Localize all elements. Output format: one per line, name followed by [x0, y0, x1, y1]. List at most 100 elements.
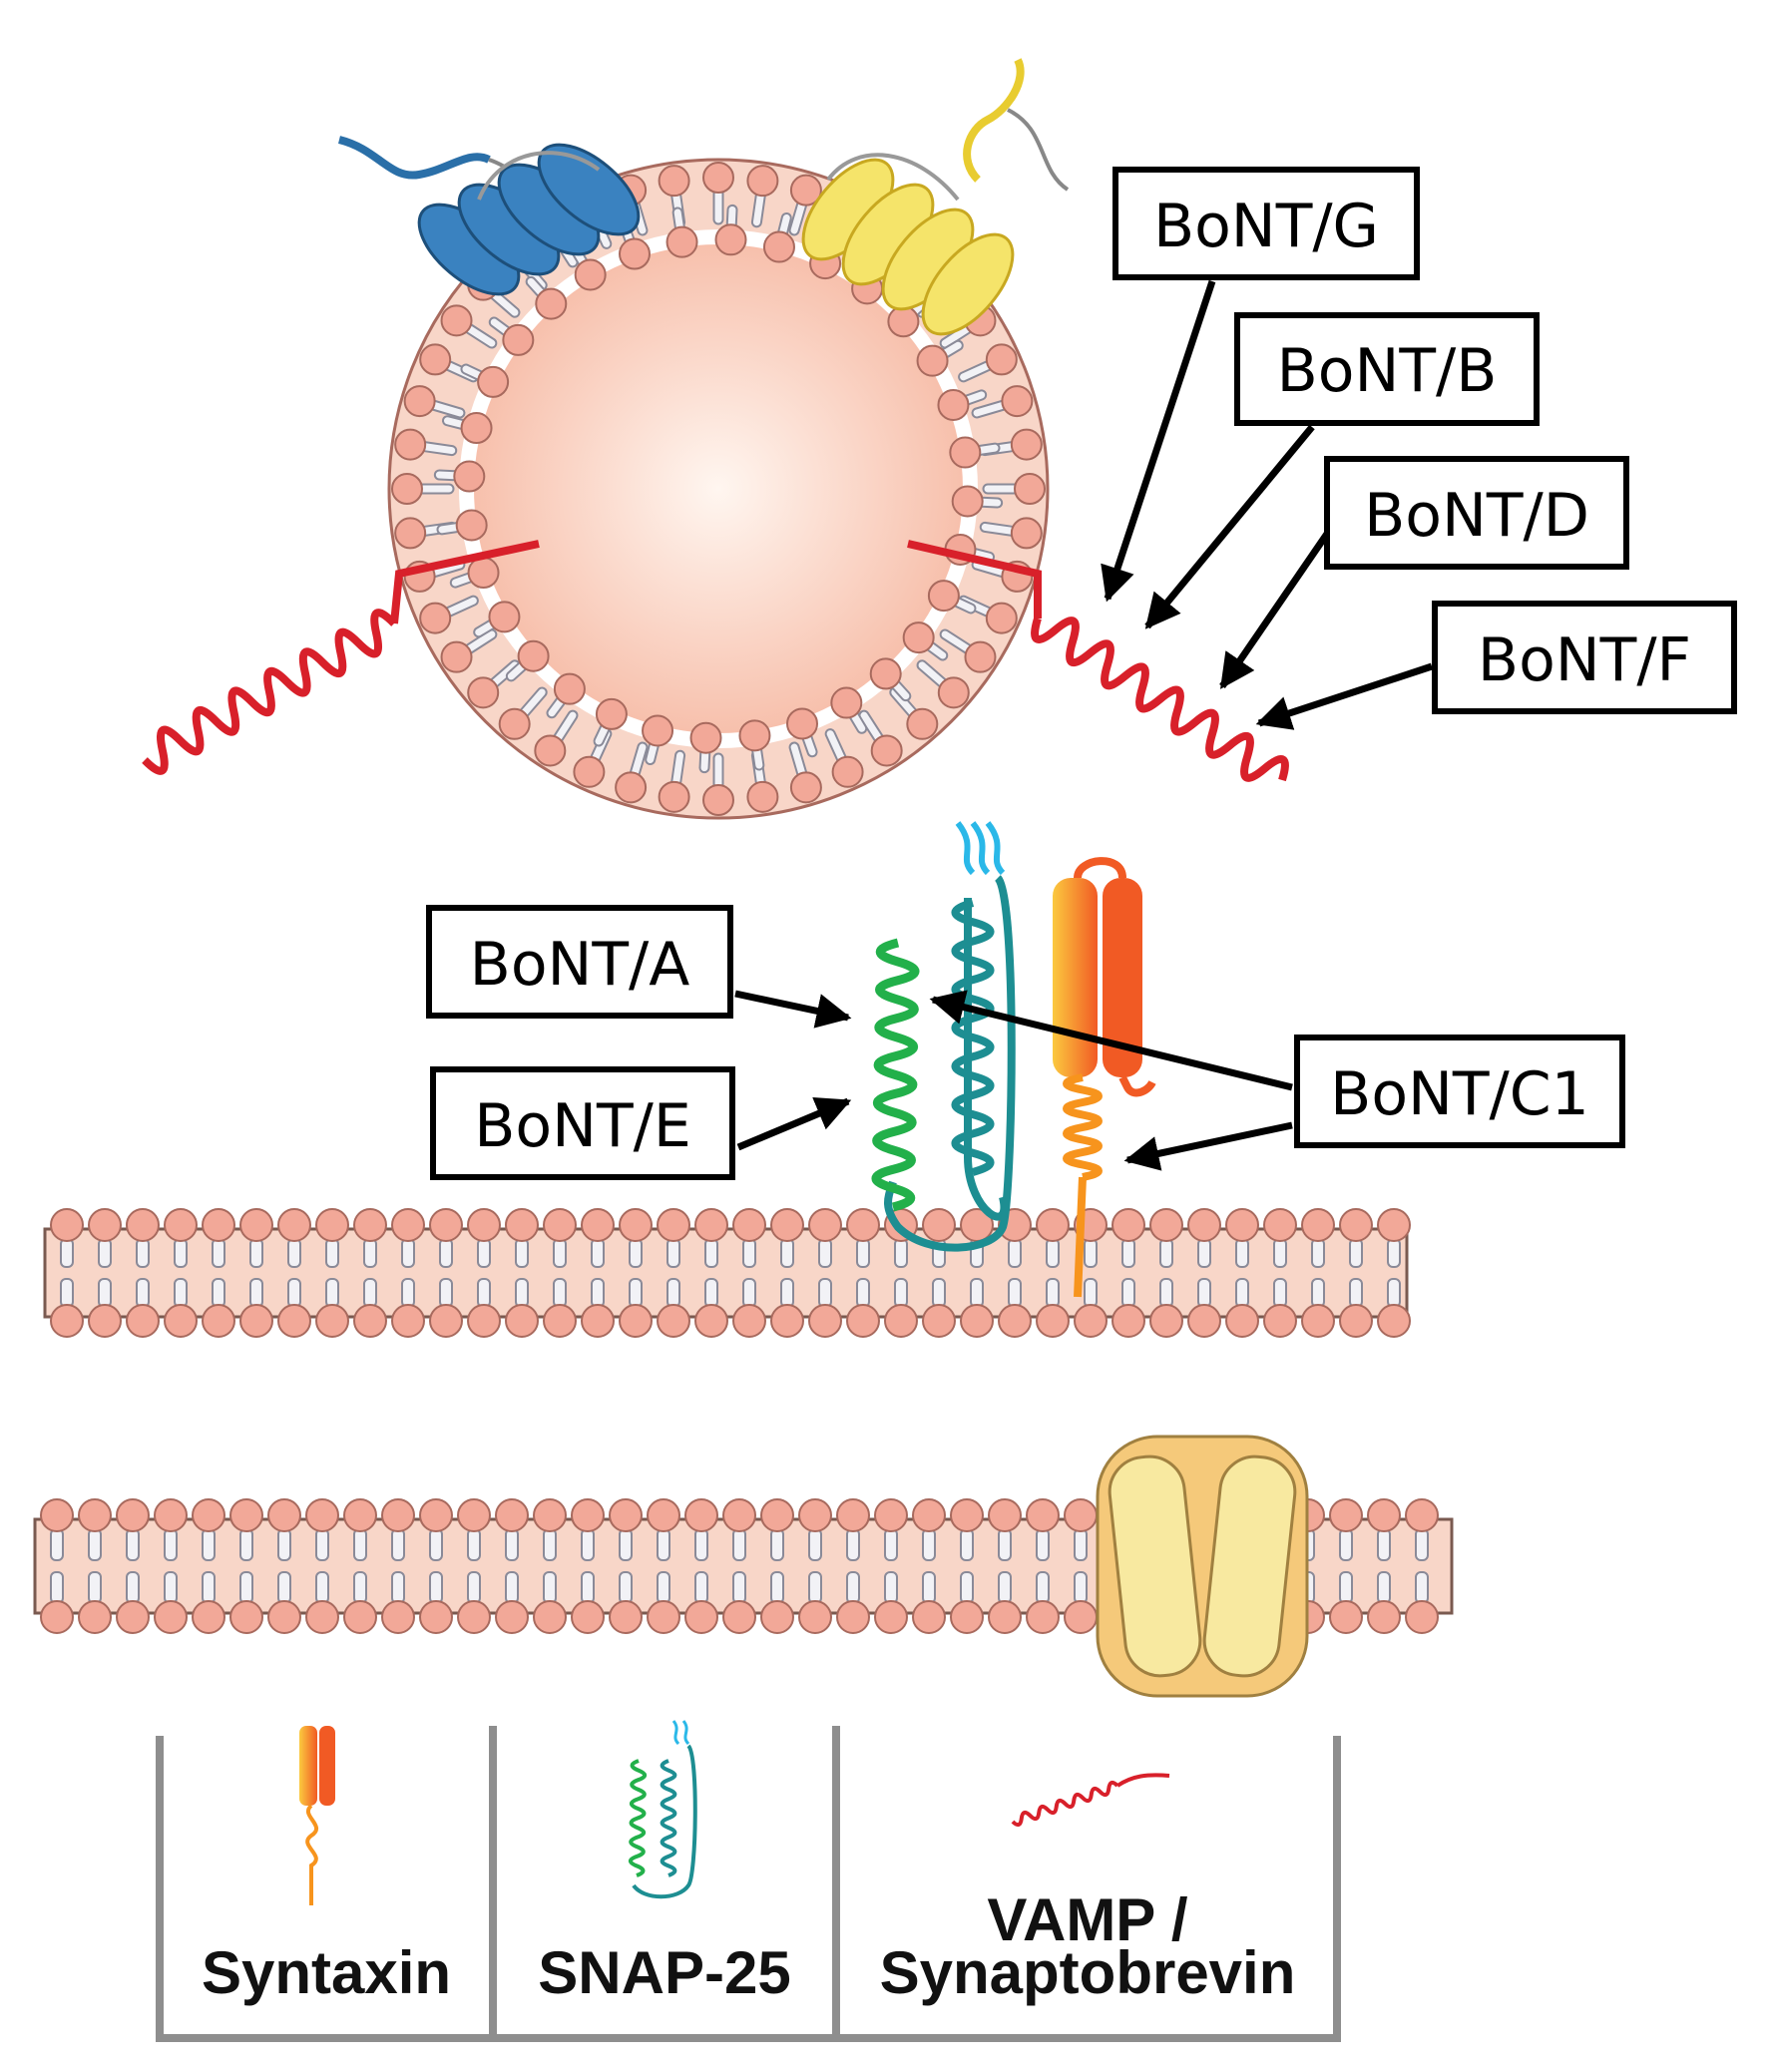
- lipid-head: [343, 1498, 377, 1532]
- lipid-tail: [1273, 1278, 1287, 1308]
- lipid-tail: [1159, 1238, 1173, 1268]
- lipid-tail-fill: [973, 401, 1007, 417]
- lipid-head: [455, 509, 488, 542]
- lipid-head: [808, 1208, 842, 1242]
- lipid-tail: [1046, 1238, 1060, 1268]
- svg-text:BoNT/C1: BoNT/C1: [1330, 1059, 1589, 1129]
- arrow-bont-b: [1144, 424, 1315, 629]
- lipid-tail: [1084, 1278, 1098, 1308]
- lipid-tail: [88, 1528, 102, 1561]
- lipid-head: [988, 1600, 1022, 1634]
- lipid-tail: [553, 1278, 567, 1308]
- lipid-head: [533, 1498, 567, 1532]
- lipid-head: [770, 1208, 804, 1242]
- lipid-head: [618, 237, 651, 270]
- lipid-tail-fill: [631, 743, 647, 777]
- lipid-tail: [88, 1571, 102, 1604]
- lipid-head: [343, 1600, 377, 1634]
- lipid-tail: [1377, 1571, 1391, 1604]
- lipid-head: [666, 225, 698, 258]
- lipid-tail-fill: [465, 324, 496, 347]
- lipid-head: [786, 707, 819, 740]
- lipid-head: [1263, 1208, 1297, 1242]
- snap25-icon: [871, 821, 1016, 1252]
- lipid-head: [440, 640, 473, 673]
- lipid-head: [657, 1304, 690, 1338]
- lipid-tail: [515, 1278, 529, 1308]
- lipid-tail: [1377, 1528, 1391, 1561]
- lipid-tail: [136, 1278, 150, 1308]
- lipid-tail: [960, 1571, 974, 1604]
- lipid-head: [846, 1208, 880, 1242]
- lipid-head: [702, 784, 734, 816]
- lipid-tail: [770, 1571, 784, 1604]
- lipid-head: [534, 734, 567, 767]
- lipid-tail: [249, 1238, 263, 1268]
- lipid-tail-fill: [826, 730, 845, 762]
- lipid-tail: [164, 1571, 178, 1604]
- lipid-tail-fill: [430, 401, 464, 417]
- lipid-head: [657, 1208, 690, 1242]
- lipid-tail: [126, 1571, 140, 1604]
- label-bont-e: BoNT/E: [430, 1066, 735, 1180]
- lipid-tail: [818, 1238, 832, 1268]
- lipid-tail: [1339, 1528, 1353, 1561]
- lipid-tail: [363, 1278, 377, 1308]
- lipid-tail: [50, 1571, 64, 1604]
- lipid-tail: [505, 1571, 519, 1604]
- lipid-head: [960, 1304, 994, 1338]
- lipid-head: [1339, 1304, 1373, 1338]
- lipid-tail: [391, 1571, 405, 1604]
- lipid-head: [403, 385, 436, 418]
- lipid-tail: [1036, 1528, 1050, 1561]
- lipid-head: [1064, 1600, 1098, 1634]
- lipid-tail: [1074, 1528, 1088, 1561]
- lipid-head: [453, 460, 486, 493]
- lipid-head: [846, 1304, 880, 1338]
- lipid-head: [440, 304, 473, 337]
- lipid-head: [732, 1304, 766, 1338]
- lipid-tail-fill: [860, 711, 883, 742]
- lipid-tail-fill: [790, 201, 806, 234]
- lipid-head: [798, 1600, 832, 1634]
- lipid-head: [1301, 1304, 1335, 1338]
- lipid-head: [949, 436, 982, 469]
- lipid-head: [1064, 1498, 1098, 1532]
- lipid-head: [419, 343, 452, 376]
- lipid-head: [1036, 1208, 1070, 1242]
- lipid-head: [658, 165, 690, 198]
- lipid-head: [1014, 473, 1046, 505]
- lipid-tail: [277, 1571, 291, 1604]
- lipid-head: [684, 1600, 718, 1634]
- lipid-head: [116, 1498, 150, 1532]
- lipid-tail: [315, 1528, 329, 1561]
- lipid-tail-fill: [981, 523, 1016, 535]
- lipid-head: [543, 1208, 577, 1242]
- lipid-tail: [742, 1238, 756, 1268]
- lipid-head: [760, 1600, 794, 1634]
- lipid-tail: [856, 1278, 870, 1308]
- lipid-head: [391, 1208, 425, 1242]
- legend-syntaxin-icon: [299, 1726, 335, 1905]
- lipid-tail: [467, 1528, 481, 1561]
- lipid-tail-fill: [918, 661, 946, 686]
- lipid-tail: [694, 1571, 708, 1604]
- lipid-head: [619, 1208, 653, 1242]
- lipid-head: [1329, 1600, 1363, 1634]
- lipid-tail: [174, 1238, 188, 1268]
- lipid-head: [78, 1600, 112, 1634]
- lipid-tail-fill: [491, 661, 519, 686]
- label-bont-a: BoNT/A: [426, 905, 733, 1019]
- lipid-head: [574, 258, 607, 291]
- lipid-head: [619, 1304, 653, 1338]
- lipid-head: [78, 1498, 112, 1532]
- lipid-head: [770, 1304, 804, 1338]
- ion-channel-icon: [1096, 1435, 1309, 1698]
- lipid-tail: [884, 1528, 898, 1561]
- lipid-tail: [1349, 1278, 1363, 1308]
- lipid-tail: [429, 1571, 443, 1604]
- lipid-head: [126, 1208, 160, 1242]
- lipid-head: [533, 1600, 567, 1634]
- lipid-head: [457, 1600, 491, 1634]
- lipid-head: [808, 1304, 842, 1338]
